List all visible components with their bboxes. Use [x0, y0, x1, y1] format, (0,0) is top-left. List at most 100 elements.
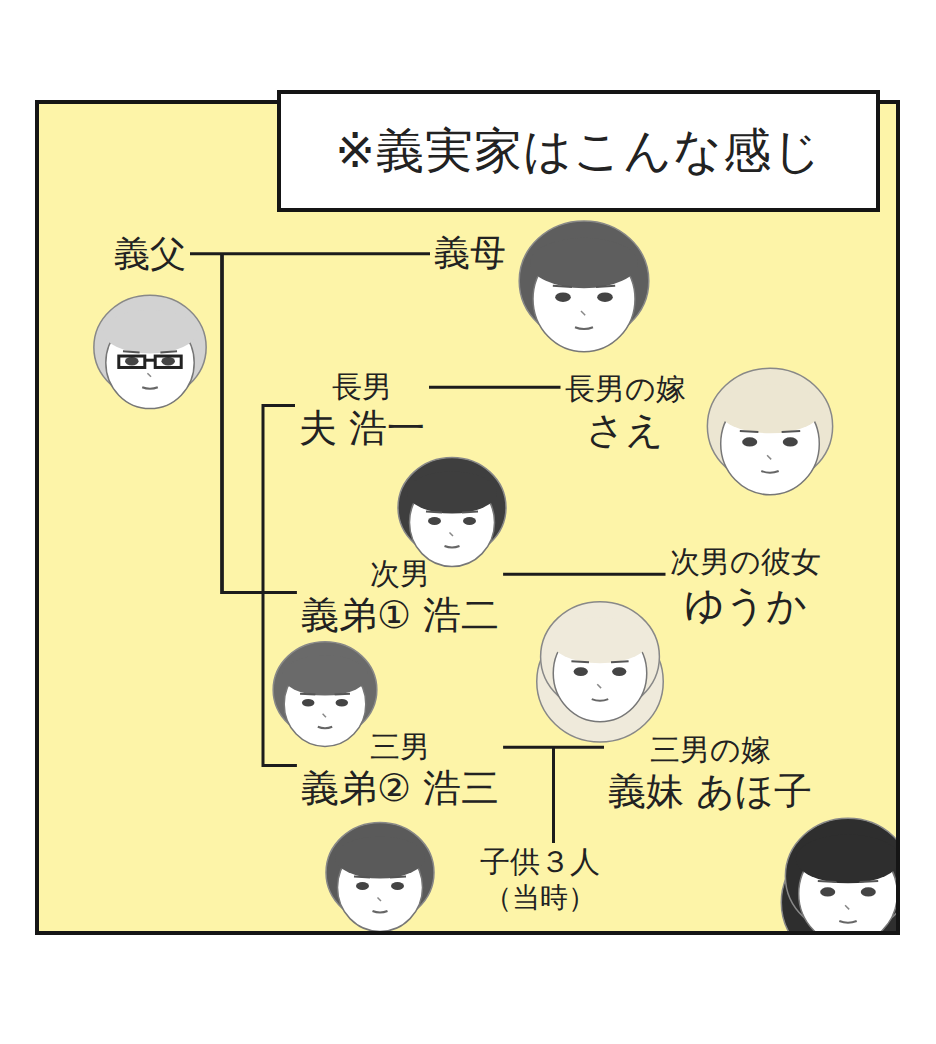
- family-line: [190, 252, 430, 255]
- eyebrow: [462, 512, 478, 513]
- eyebrow: [740, 431, 759, 432]
- nose: [147, 373, 151, 377]
- person-name: （当時）: [480, 882, 600, 914]
- relation-label: 義父: [114, 233, 186, 274]
- nose: [450, 533, 454, 537]
- bangs: [718, 385, 822, 434]
- eyebrow: [860, 881, 879, 882]
- person-label: 義母: [434, 232, 506, 273]
- mouth: [445, 546, 460, 548]
- family-line: [429, 386, 561, 389]
- nose: [581, 311, 585, 315]
- eye: [597, 292, 613, 302]
- eyebrow: [553, 286, 572, 287]
- title-text: ※義実家はこんな感じ: [335, 119, 822, 183]
- person-name: 義弟① 浩二: [301, 594, 499, 638]
- bangs: [335, 837, 425, 879]
- mouth: [373, 911, 388, 913]
- relation-label: 義母: [434, 232, 506, 273]
- face-illustration: [273, 642, 377, 747]
- eyebrow: [818, 881, 837, 882]
- nose: [767, 455, 771, 459]
- face-illustration: [537, 602, 664, 742]
- eye: [742, 437, 757, 446]
- face-illustration: [781, 818, 896, 931]
- eye: [820, 887, 835, 896]
- eye: [861, 887, 876, 896]
- relation-label: 三男の嫁: [608, 733, 812, 768]
- bangs: [796, 835, 896, 884]
- mouth: [142, 387, 158, 389]
- person-name: ゆうか: [670, 582, 821, 628]
- bangs: [530, 238, 638, 288]
- eye: [612, 667, 626, 676]
- eyebrow: [571, 661, 589, 662]
- person-label: 子供３人（当時）: [480, 845, 600, 914]
- eye: [302, 699, 314, 707]
- mouth: [318, 727, 332, 728]
- face-illustration: [326, 823, 434, 932]
- person-label: 次男の彼女ゆうか: [670, 545, 821, 628]
- eye: [783, 437, 798, 446]
- person-label: 長男夫 浩一: [299, 370, 425, 450]
- eyebrow: [390, 877, 406, 878]
- person-label: 次男義弟① 浩二: [301, 557, 499, 637]
- eye: [555, 292, 571, 302]
- bangs: [551, 617, 650, 663]
- family-line: [222, 254, 295, 593]
- person-name: 義弟② 浩三: [301, 767, 499, 811]
- relation-label: 子供３人: [480, 845, 600, 880]
- faces: [94, 221, 896, 931]
- relation-label: 長男の嫁: [565, 372, 686, 407]
- person-name: さえ: [565, 409, 686, 453]
- glasses: [155, 356, 181, 367]
- eye: [336, 699, 348, 707]
- nose: [378, 898, 382, 902]
- eyebrow: [160, 351, 177, 352]
- person-label: 長男の嫁さえ: [565, 372, 686, 452]
- family-line: [503, 573, 665, 576]
- person-label: 義父: [114, 233, 186, 274]
- face-illustration: [398, 458, 506, 567]
- eyebrow: [596, 286, 615, 287]
- face-illustration: [94, 295, 206, 408]
- relation-label: 長男: [299, 370, 425, 405]
- glasses: [145, 359, 155, 362]
- bangs: [282, 655, 368, 695]
- nose: [597, 684, 601, 688]
- eyebrow: [426, 512, 442, 513]
- eyebrow: [335, 693, 350, 696]
- eye: [574, 667, 588, 676]
- eyebrow: [354, 877, 370, 878]
- eyebrow: [611, 661, 629, 662]
- eye: [356, 882, 369, 890]
- glasses: [119, 356, 145, 367]
- mouth: [761, 471, 778, 473]
- eye: [161, 357, 175, 365]
- bangs: [407, 472, 497, 514]
- relation-label: 次男: [301, 557, 499, 592]
- title-box: ※義実家はこんな感じ: [277, 90, 880, 212]
- eyebrow: [300, 693, 315, 696]
- face-illustration: [707, 368, 832, 494]
- eye: [391, 882, 404, 890]
- face-illustration: [519, 221, 649, 352]
- person-label: 三男の嫁義妹 あほ子: [608, 733, 812, 813]
- nose: [323, 714, 326, 717]
- family-line: [222, 254, 297, 593]
- person-label: 三男義弟② 浩三: [301, 730, 499, 810]
- eye: [125, 357, 139, 365]
- relation-label: 三男: [301, 730, 499, 765]
- person-name: 夫 浩一: [299, 407, 425, 451]
- eyebrow: [782, 431, 801, 432]
- mouth: [592, 699, 609, 701]
- person-name: 義妹 あほ子: [608, 770, 812, 814]
- relation-label: 次男の彼女: [670, 545, 821, 580]
- nose: [845, 905, 849, 909]
- mouth: [575, 327, 593, 329]
- mouth: [839, 921, 856, 923]
- eye: [463, 517, 476, 525]
- eye: [428, 517, 441, 525]
- family-line: [222, 254, 297, 766]
- bangs: [103, 310, 197, 354]
